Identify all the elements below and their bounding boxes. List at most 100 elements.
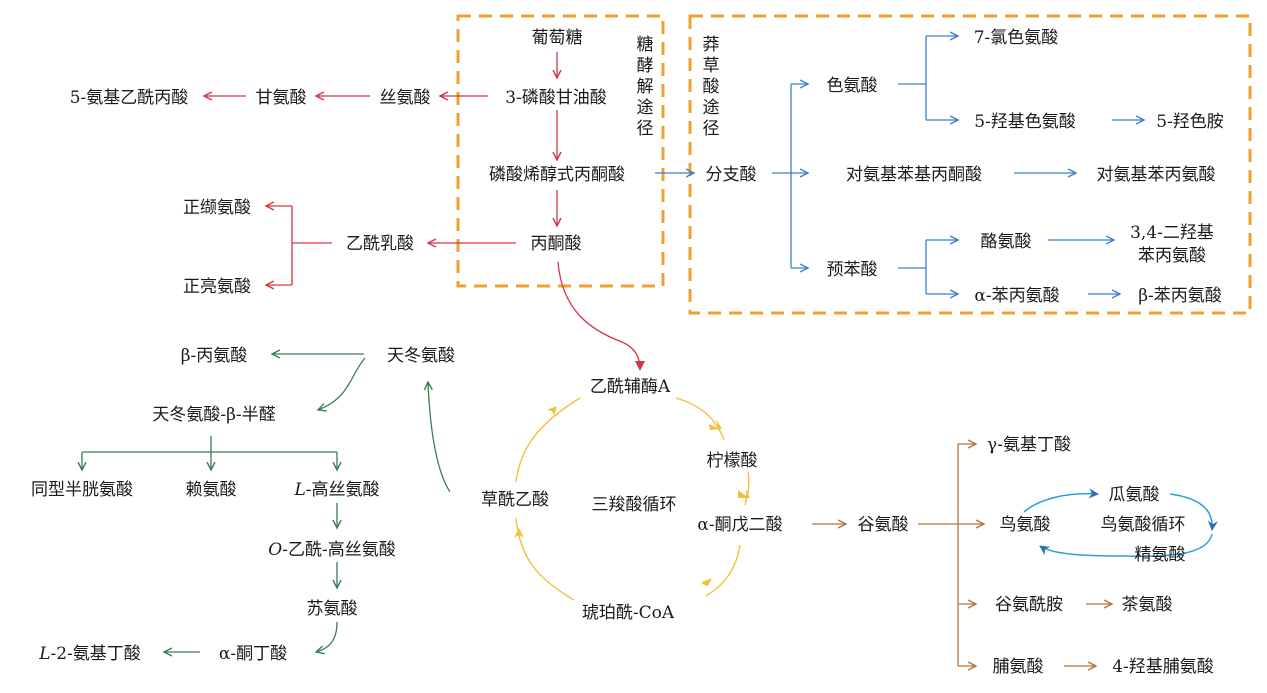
urea-arc-right — [1169, 493, 1218, 531]
node-aba-rest: -2-氨基丁酸 — [50, 644, 140, 664]
node-oacetyl-prefix: O — [268, 540, 282, 560]
tca-arc-akg-succoa — [705, 544, 741, 597]
tca-cycle — [515, 397, 750, 601]
shikimate-label-char: 草 — [703, 56, 720, 76]
node-oaa: 草酰乙酸 — [481, 490, 549, 510]
node-arginine: 精氨酸 — [1135, 545, 1186, 565]
node-hyp: 4-羟基脯氨酸 — [1112, 657, 1214, 677]
node-citrate: 柠檬酸 — [707, 451, 758, 471]
node-tca: 三羧酸循环 — [592, 495, 677, 515]
node-chlorotrp: 7-氯色氨酸 — [974, 28, 1059, 48]
shikimate-box-label: 莽 草 酸 途 径 — [703, 35, 720, 139]
asa-branch — [82, 436, 337, 453]
tca-arc-acoa-citrate — [675, 397, 725, 441]
glycolysis-label-char: 解 — [637, 77, 654, 97]
node-urea: 鸟氨酸循环 — [1101, 515, 1186, 535]
node-glycine: 甘氨酸 — [256, 88, 307, 108]
node-glucose: 葡萄糖 — [532, 28, 583, 48]
node-pep: 磷酸烯醇式丙酮酸 — [489, 165, 625, 185]
node-bphe: β-苯丙氨酸 — [1138, 286, 1222, 306]
node-homoser: L-高丝氨酸 — [293, 480, 379, 500]
urea-cycle — [1023, 488, 1218, 558]
node-homoser-prefix: L — [293, 480, 305, 500]
node-threonine: 苏氨酸 — [307, 599, 358, 619]
glycolysis-label-char: 途 — [637, 98, 654, 118]
glycolysis-label-char: 径 — [637, 119, 654, 139]
node-oacetyl-rest: -乙酰-高丝氨酸 — [282, 540, 396, 560]
tca-chevron — [738, 490, 750, 498]
urea-arc-top — [1023, 488, 1099, 513]
node-citrulline: 瓜氨酸 — [1109, 485, 1160, 505]
node-homocys: 同型半胱氨酸 — [31, 480, 133, 500]
tca-arc-oaa-acoa — [515, 397, 581, 483]
shikimate-arrows — [655, 36, 1144, 294]
node-gaba: γ-氨基丁酸 — [987, 435, 1071, 455]
shikimate-box — [688, 14, 1252, 315]
shikimate-label-char: 径 — [703, 119, 720, 139]
node-homoser-rest: -高丝氨酸 — [306, 480, 380, 500]
node-lysine: 赖氨酸 — [186, 480, 237, 500]
tca-chevron — [702, 578, 712, 586]
tca-arc-citrate-akg — [744, 471, 750, 506]
trp-branch — [898, 36, 927, 120]
node-serotonin: 5-羟色胺 — [1156, 112, 1224, 132]
node-aphe: α-苯丙氨酸 — [974, 286, 1059, 306]
tca-chevron — [709, 419, 722, 430]
aspartate-arrows — [82, 354, 451, 652]
arrow-aspartate-asa — [318, 357, 366, 410]
node-glutamine: 谷氨酰胺 — [995, 595, 1063, 615]
node-pyruvate: 丙酮酸 — [531, 234, 582, 254]
node-theanine: 茶氨酸 — [1122, 595, 1173, 615]
node-dopa-line1: 3,4-二羟基 — [1130, 223, 1214, 243]
urea-arc-bottom — [1039, 533, 1213, 558]
node-ornithine: 鸟氨酸 — [1000, 515, 1051, 535]
node-chorismate: 分支酸 — [706, 165, 757, 185]
node-papa: 对氨基苯丙氨酸 — [1097, 165, 1216, 185]
glycolysis-label-char: 糖 — [637, 35, 654, 55]
node-succoa: 琥珀酰-CoA — [582, 603, 675, 623]
glutamate-arrows — [812, 444, 1112, 666]
node-oacetyl: O-乙酰-高丝氨酸 — [268, 540, 395, 560]
node-tyrosine: 酪氨酸 — [981, 232, 1032, 252]
node-acetolactate: 乙酰乳酸 — [346, 234, 414, 254]
glycolysis-label-char: 酵 — [637, 56, 654, 76]
glutamate-trunk — [918, 444, 959, 666]
tca-chevron — [547, 406, 557, 416]
node-proline: 脯氨酸 — [993, 657, 1044, 677]
node-g3p: 3-磷酸甘油酸 — [505, 88, 607, 108]
glycolysis-box-label: 糖 酵 解 途 径 — [637, 35, 654, 139]
node-ala5: 5-氨基乙酰丙酸 — [70, 88, 189, 108]
glycolysis-arrows — [204, 52, 645, 371]
node-htp: 5-羟基色氨酸 — [974, 112, 1076, 132]
node-aspartate: 天冬氨酸 — [387, 346, 455, 366]
node-serine: 丝氨酸 — [380, 88, 431, 108]
node-acoa: 乙酰辅酶A — [590, 377, 671, 397]
node-norleucine: 正亮氨酸 — [183, 277, 251, 297]
node-asa: 天冬氨酸-β-半醛 — [152, 405, 275, 425]
tca-chevrons — [514, 406, 750, 586]
node-akg: α-酮戊二酸 — [697, 515, 782, 535]
shikimate-label-char: 途 — [703, 98, 720, 118]
node-tryptophan: 色氨酸 — [827, 76, 878, 96]
node-papp: 对氨基苯基丙酮酸 — [846, 165, 982, 185]
node-labels: 葡萄糖 3-磷酸甘油酸 磷酸烯醇式丙酮酸 丙酮酸 丝氨酸 甘氨酸 5-氨基乙酰丙… — [31, 28, 1224, 677]
node-akb: α-酮丁酸 — [219, 644, 287, 664]
tca-arc-succoa-oaa — [515, 517, 575, 601]
node-bala: β-丙氨酸 — [181, 346, 248, 366]
branch-acetolactate — [291, 206, 332, 285]
shikimate-label-char: 莽 — [703, 35, 720, 55]
node-prephenate: 预苯酸 — [827, 260, 878, 280]
prephenate-branch — [898, 240, 927, 294]
node-dopa-line2: 苯丙氨酸 — [1138, 246, 1206, 266]
node-aba: L-2-氨基丁酸 — [38, 644, 141, 664]
shikimate-label-char: 酸 — [703, 77, 720, 97]
arrow-oaa-aspartate — [428, 382, 451, 493]
node-norvaline: 正缬氨酸 — [183, 198, 251, 218]
arrow-pyruvate-acoa — [557, 261, 645, 371]
node-aba-prefix: L — [38, 644, 50, 664]
node-glutamate: 谷氨酸 — [858, 515, 909, 535]
tca-chevron — [514, 528, 524, 538]
arrow-threonine-akb — [316, 621, 338, 652]
